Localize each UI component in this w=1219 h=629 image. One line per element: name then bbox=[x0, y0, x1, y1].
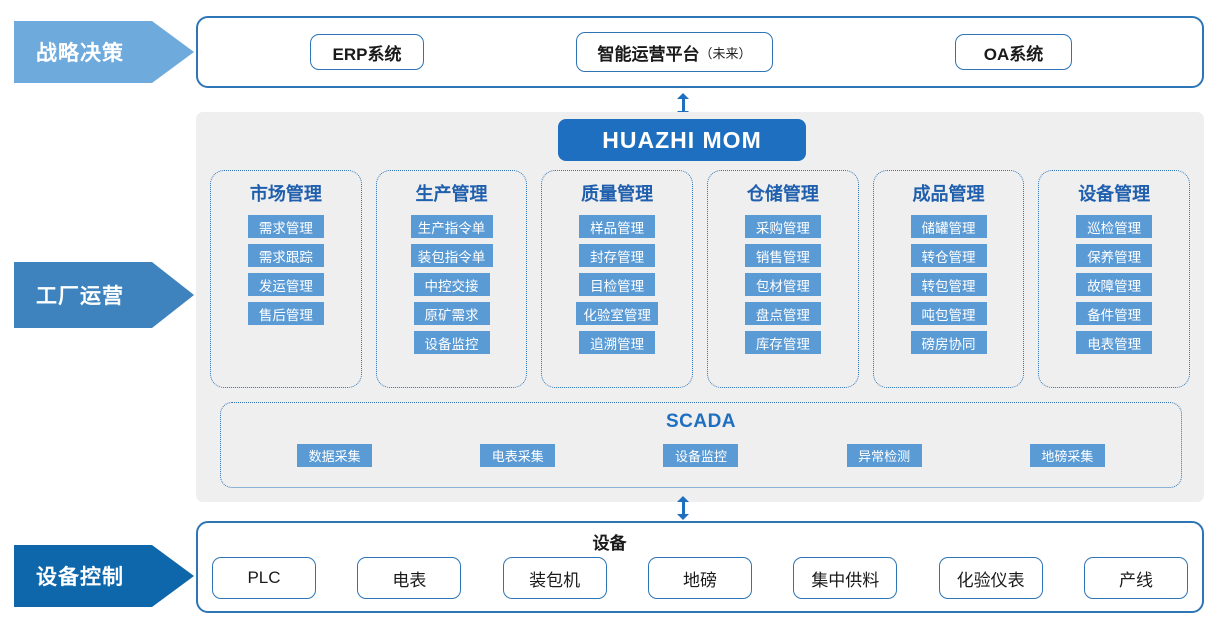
module-item[interactable]: 售后管理 bbox=[247, 302, 324, 325]
scada-item[interactable]: 数据采集 bbox=[297, 444, 373, 467]
device-tier-title: 设备 bbox=[592, 534, 627, 553]
mom-platform-label: HUAZHI MOM bbox=[602, 126, 762, 153]
tier-label-text: 工厂运营 bbox=[36, 285, 124, 308]
module-item[interactable]: 储罐管理 bbox=[910, 215, 987, 238]
module-group-quality: 质量管理 样品管理 封存管理 目检管理 化验室管理 追溯管理 bbox=[541, 170, 694, 388]
module-item[interactable]: 库存管理 bbox=[744, 331, 821, 354]
tier-label-operations: 工厂运营 bbox=[14, 262, 194, 328]
module-groups-row: 市场管理 需求管理 需求跟踪 发运管理 售后管理 生产管理 生产指令单 装包指令… bbox=[210, 170, 1191, 388]
tier-label-strategy: 战略决策 bbox=[14, 21, 194, 83]
device-item-weighbridge[interactable]: 地磅 bbox=[647, 557, 752, 599]
operations-tier-panel bbox=[196, 112, 1204, 502]
module-item[interactable]: 保养管理 bbox=[1076, 244, 1153, 267]
module-item[interactable]: 转仓管理 bbox=[910, 244, 987, 267]
scada-item[interactable]: 地磅采集 bbox=[1029, 444, 1105, 467]
system-box-suffix: （未来） bbox=[699, 45, 752, 61]
module-group-title: 质量管理 bbox=[581, 184, 654, 204]
tier-label-text: 设备控制 bbox=[36, 566, 124, 589]
module-item[interactable]: 巡检管理 bbox=[1076, 215, 1153, 238]
device-item-production-line[interactable]: 产线 bbox=[1083, 557, 1188, 599]
module-group-title: 仓储管理 bbox=[746, 184, 819, 204]
module-item[interactable]: 封存管理 bbox=[579, 244, 656, 267]
scada-item-list: 数据采集 电表采集 设备监控 异常检测 地磅采集 bbox=[221, 444, 1181, 467]
device-item-plc[interactable]: PLC bbox=[212, 557, 316, 599]
module-item[interactable]: 采购管理 bbox=[744, 215, 821, 238]
system-box-erp[interactable]: ERP系统 bbox=[310, 34, 424, 70]
module-item[interactable]: 中控交接 bbox=[413, 273, 490, 296]
device-item-list: PLC 电表 装包机 地磅 集中供料 化验仪表 产线 bbox=[212, 556, 1188, 600]
module-item[interactable]: 转包管理 bbox=[910, 273, 987, 296]
module-item-list: 样品管理 封存管理 目检管理 化验室管理 追溯管理 bbox=[542, 215, 692, 354]
module-group-title: 设备管理 bbox=[1078, 184, 1151, 204]
tier-label-text: 战略决策 bbox=[36, 42, 124, 65]
arrow-head-down bbox=[677, 514, 689, 520]
module-item[interactable]: 设备监控 bbox=[413, 331, 490, 354]
module-item[interactable]: 装包指令单 bbox=[410, 244, 493, 267]
scada-title: SCADA bbox=[665, 411, 737, 432]
module-group-production: 生产管理 生产指令单 装包指令单 中控交接 原矿需求 设备监控 bbox=[375, 170, 528, 388]
module-item[interactable]: 追溯管理 bbox=[579, 331, 656, 354]
module-group-market: 市场管理 需求管理 需求跟踪 发运管理 售后管理 bbox=[210, 170, 362, 388]
device-item-lab-instrument[interactable]: 化验仪表 bbox=[938, 557, 1043, 599]
module-group-finished-goods: 成品管理 储罐管理 转仓管理 转包管理 吨包管理 磅房协同 bbox=[872, 170, 1025, 388]
module-group-equipment: 设备管理 巡检管理 保养管理 故障管理 备件管理 电表管理 bbox=[1038, 170, 1191, 388]
arrow-shaft bbox=[682, 500, 685, 516]
module-item[interactable]: 需求管理 bbox=[247, 215, 324, 238]
module-group-title: 成品管理 bbox=[912, 184, 985, 204]
module-group-title: 市场管理 bbox=[249, 184, 322, 204]
device-item-central-feeding[interactable]: 集中供料 bbox=[793, 557, 898, 599]
scada-band: SCADA 数据采集 电表采集 设备监控 异常检测 地磅采集 bbox=[220, 402, 1182, 488]
module-item[interactable]: 样品管理 bbox=[579, 215, 656, 238]
module-item[interactable]: 生产指令单 bbox=[410, 215, 493, 238]
module-item[interactable]: 故障管理 bbox=[1076, 273, 1153, 296]
tier-label-device-control: 设备控制 bbox=[14, 545, 194, 607]
module-item-list: 储罐管理 转仓管理 转包管理 吨包管理 磅房协同 bbox=[874, 215, 1024, 354]
module-item[interactable]: 销售管理 bbox=[744, 244, 821, 267]
system-box-label: ERP系统 bbox=[332, 44, 402, 64]
module-item[interactable]: 目检管理 bbox=[579, 273, 656, 296]
module-item[interactable]: 发运管理 bbox=[247, 273, 324, 296]
arrow-head-up bbox=[677, 93, 689, 99]
module-group-warehouse: 仓储管理 采购管理 销售管理 包材管理 盘点管理 库存管理 bbox=[707, 170, 859, 388]
system-box-label: OA系统 bbox=[983, 44, 1044, 64]
module-item[interactable]: 需求跟踪 bbox=[247, 244, 324, 267]
module-item[interactable]: 吨包管理 bbox=[910, 302, 987, 325]
module-item[interactable]: 备件管理 bbox=[1076, 302, 1153, 325]
scada-item[interactable]: 设备监控 bbox=[663, 444, 739, 467]
mom-platform-banner: HUAZHI MOM bbox=[558, 119, 806, 161]
system-box-smart-ops-platform[interactable]: 智能运营平台 （未来） bbox=[576, 32, 773, 72]
module-group-title: 生产管理 bbox=[415, 184, 488, 204]
module-item-list: 需求管理 需求跟踪 发运管理 售后管理 bbox=[211, 215, 361, 325]
module-item[interactable]: 包材管理 bbox=[744, 273, 821, 296]
system-box-label: 智能运营平台 bbox=[597, 44, 700, 64]
module-item-list: 生产指令单 装包指令单 中控交接 原矿需求 设备监控 bbox=[377, 215, 527, 354]
module-item[interactable]: 原矿需求 bbox=[413, 302, 490, 325]
device-item-meter[interactable]: 电表 bbox=[357, 557, 462, 599]
arrow-shaft bbox=[682, 97, 685, 113]
module-item-list: 采购管理 销售管理 包材管理 盘点管理 库存管理 bbox=[708, 215, 858, 354]
module-item[interactable]: 电表管理 bbox=[1076, 331, 1153, 354]
module-item[interactable]: 盘点管理 bbox=[744, 302, 821, 325]
scada-item[interactable]: 电表采集 bbox=[480, 444, 556, 467]
arrow-head-up bbox=[677, 496, 689, 502]
device-item-packer[interactable]: 装包机 bbox=[502, 557, 607, 599]
connector-arrow-scada-to-device bbox=[677, 496, 689, 520]
module-item[interactable]: 磅房协同 bbox=[910, 331, 987, 354]
scada-item[interactable]: 异常检测 bbox=[846, 444, 922, 467]
module-item-list: 巡检管理 保养管理 故障管理 备件管理 电表管理 bbox=[1039, 215, 1189, 354]
module-item[interactable]: 化验室管理 bbox=[576, 302, 659, 325]
system-box-oa[interactable]: OA系统 bbox=[955, 34, 1072, 70]
